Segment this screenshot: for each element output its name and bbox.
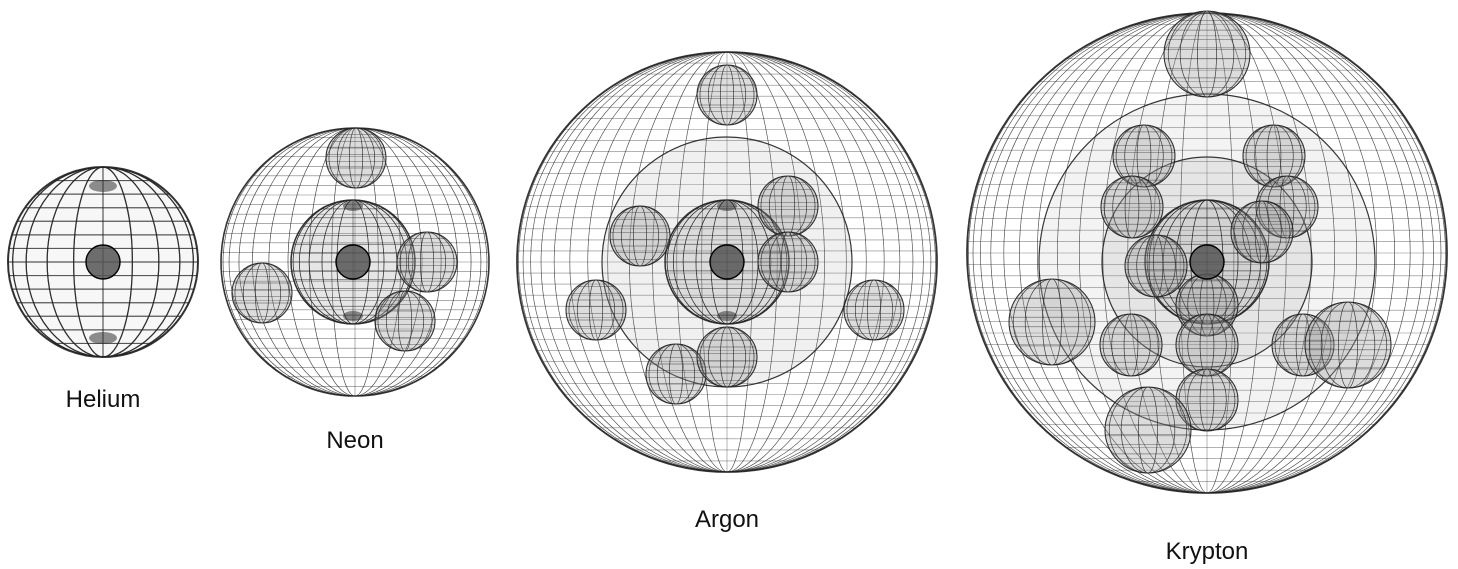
- argon-pole-top: [717, 201, 737, 211]
- neon-nucleus: [335, 244, 371, 280]
- krypton-d-orbital-2: [1304, 301, 1392, 389]
- argon-pole-bottom: [717, 311, 737, 321]
- krypton-d-orbital-1: [1008, 278, 1096, 366]
- krypton-p-orbital-2: [1100, 175, 1164, 239]
- argon-p-orbital-6: [645, 343, 707, 405]
- neon-p-orbital-0: [325, 127, 387, 189]
- krypton-nucleus: [1189, 244, 1225, 280]
- argon-p-orbital-3: [757, 231, 819, 293]
- krypton-p-orbital-1: [1242, 124, 1306, 188]
- atom-label-krypton: Krypton: [1165, 538, 1249, 565]
- krypton-p-orbital-7: [1099, 313, 1163, 377]
- atom-label-helium: Helium: [65, 386, 141, 413]
- argon-p-orbital-4: [565, 279, 627, 341]
- krypton-p-orbital-4: [1124, 234, 1188, 298]
- neon-pole-bottom: [343, 311, 363, 321]
- krypton-p-orbital-9: [1175, 313, 1239, 377]
- helium-pole-bottom: [89, 332, 117, 344]
- helium-pole-top: [89, 180, 117, 192]
- krypton-d-orbital-0: [1163, 10, 1251, 98]
- helium-nucleus: [85, 244, 121, 280]
- krypton-p-orbital-5: [1230, 200, 1294, 264]
- atom-label-neon: Neon: [326, 427, 384, 454]
- argon-p-orbital-0: [696, 64, 758, 126]
- krypton-p-orbital-3: [1255, 175, 1319, 239]
- krypton-p-orbital-8: [1271, 313, 1335, 377]
- krypton-p-orbital-6: [1175, 273, 1239, 337]
- atom-label-argon: Argon: [694, 506, 760, 533]
- krypton-d-orbital-3: [1104, 386, 1192, 474]
- krypton-p-orbital-0: [1112, 124, 1176, 188]
- neon-pole-top: [343, 201, 363, 211]
- neon-outer-shell: [220, 127, 490, 397]
- argon-p-orbital-2: [757, 175, 819, 237]
- neon-p-orbital-2: [396, 231, 458, 293]
- argon-p-orbital-1: [609, 205, 671, 267]
- argon-p-orbital-5: [843, 279, 905, 341]
- neon-p-orbital-3: [374, 290, 436, 352]
- neon-p-orbital-1: [231, 262, 293, 324]
- argon-p-orbital-7: [696, 326, 758, 388]
- argon-nucleus: [709, 244, 745, 280]
